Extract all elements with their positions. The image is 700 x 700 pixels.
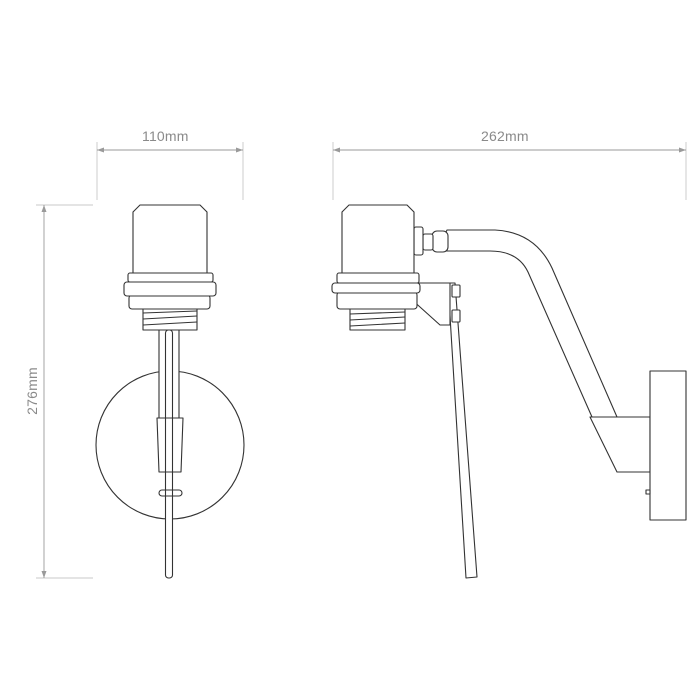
socket-collar-front bbox=[123, 281, 217, 297]
socket-body-side bbox=[336, 291, 418, 310]
arm-connector bbox=[413, 226, 424, 256]
side-view bbox=[331, 204, 687, 579]
arm-bracket bbox=[589, 416, 651, 473]
height-label: 276mm bbox=[24, 367, 40, 415]
front-view bbox=[95, 204, 245, 579]
arm-knuckle bbox=[431, 230, 449, 253]
rod-side bbox=[447, 282, 478, 579]
socket-cap-side bbox=[341, 204, 415, 274]
width-dimension bbox=[96, 142, 244, 200]
width-label: 110mm bbox=[142, 128, 189, 144]
arm-side bbox=[436, 229, 618, 418]
socket-collar-side bbox=[331, 282, 421, 294]
height-dimension bbox=[36, 204, 93, 579]
socket-body-front bbox=[128, 294, 211, 310]
wall-plate-side bbox=[649, 370, 687, 521]
rod-clamp-front bbox=[156, 417, 184, 473]
rod-pin-front bbox=[158, 489, 183, 497]
depth-dimension bbox=[332, 142, 687, 200]
socket-cap-front bbox=[132, 204, 208, 274]
depth-label: 262mm bbox=[481, 128, 529, 144]
